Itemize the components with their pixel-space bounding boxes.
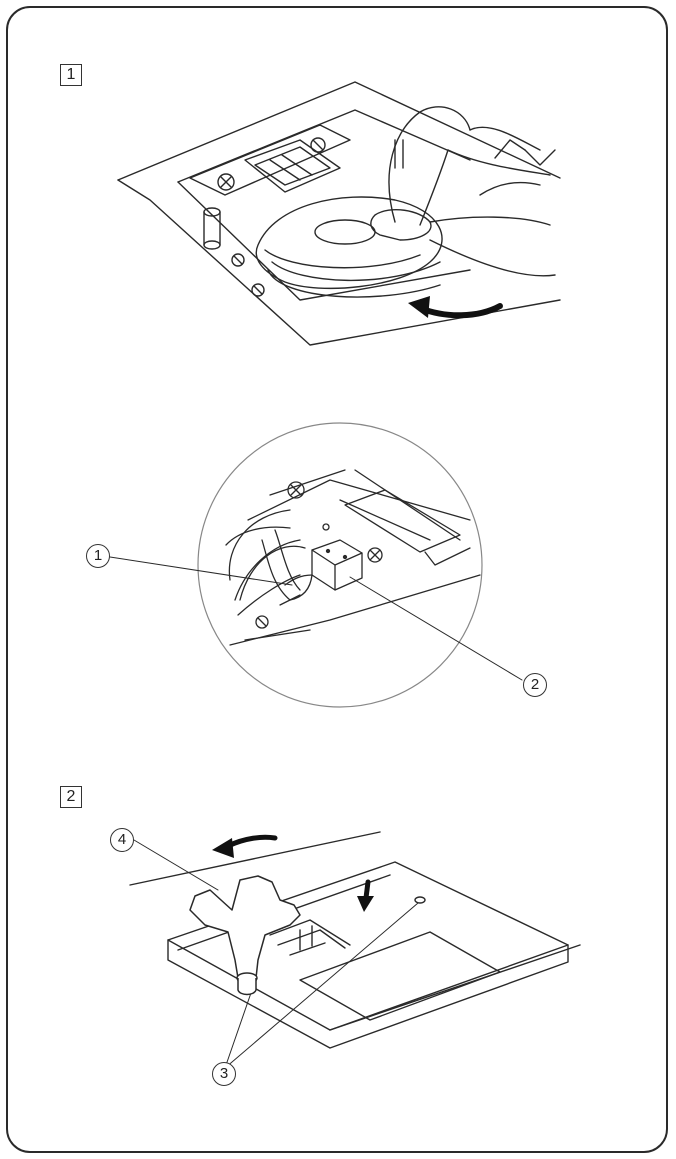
page-frame (6, 6, 668, 1153)
step-2-label: 2 (60, 786, 82, 808)
step-1-label: 1 (60, 64, 82, 86)
callout-1: 1 (86, 544, 110, 568)
callout-2: 2 (523, 673, 547, 697)
callout-4: 4 (110, 828, 134, 852)
down-arrow-icon (357, 882, 374, 912)
callout-3: 3 (212, 1062, 236, 1086)
curved-arrow-icon (212, 837, 275, 858)
curved-arrow-icon (408, 296, 500, 318)
screwdriver-tool (190, 876, 300, 995)
